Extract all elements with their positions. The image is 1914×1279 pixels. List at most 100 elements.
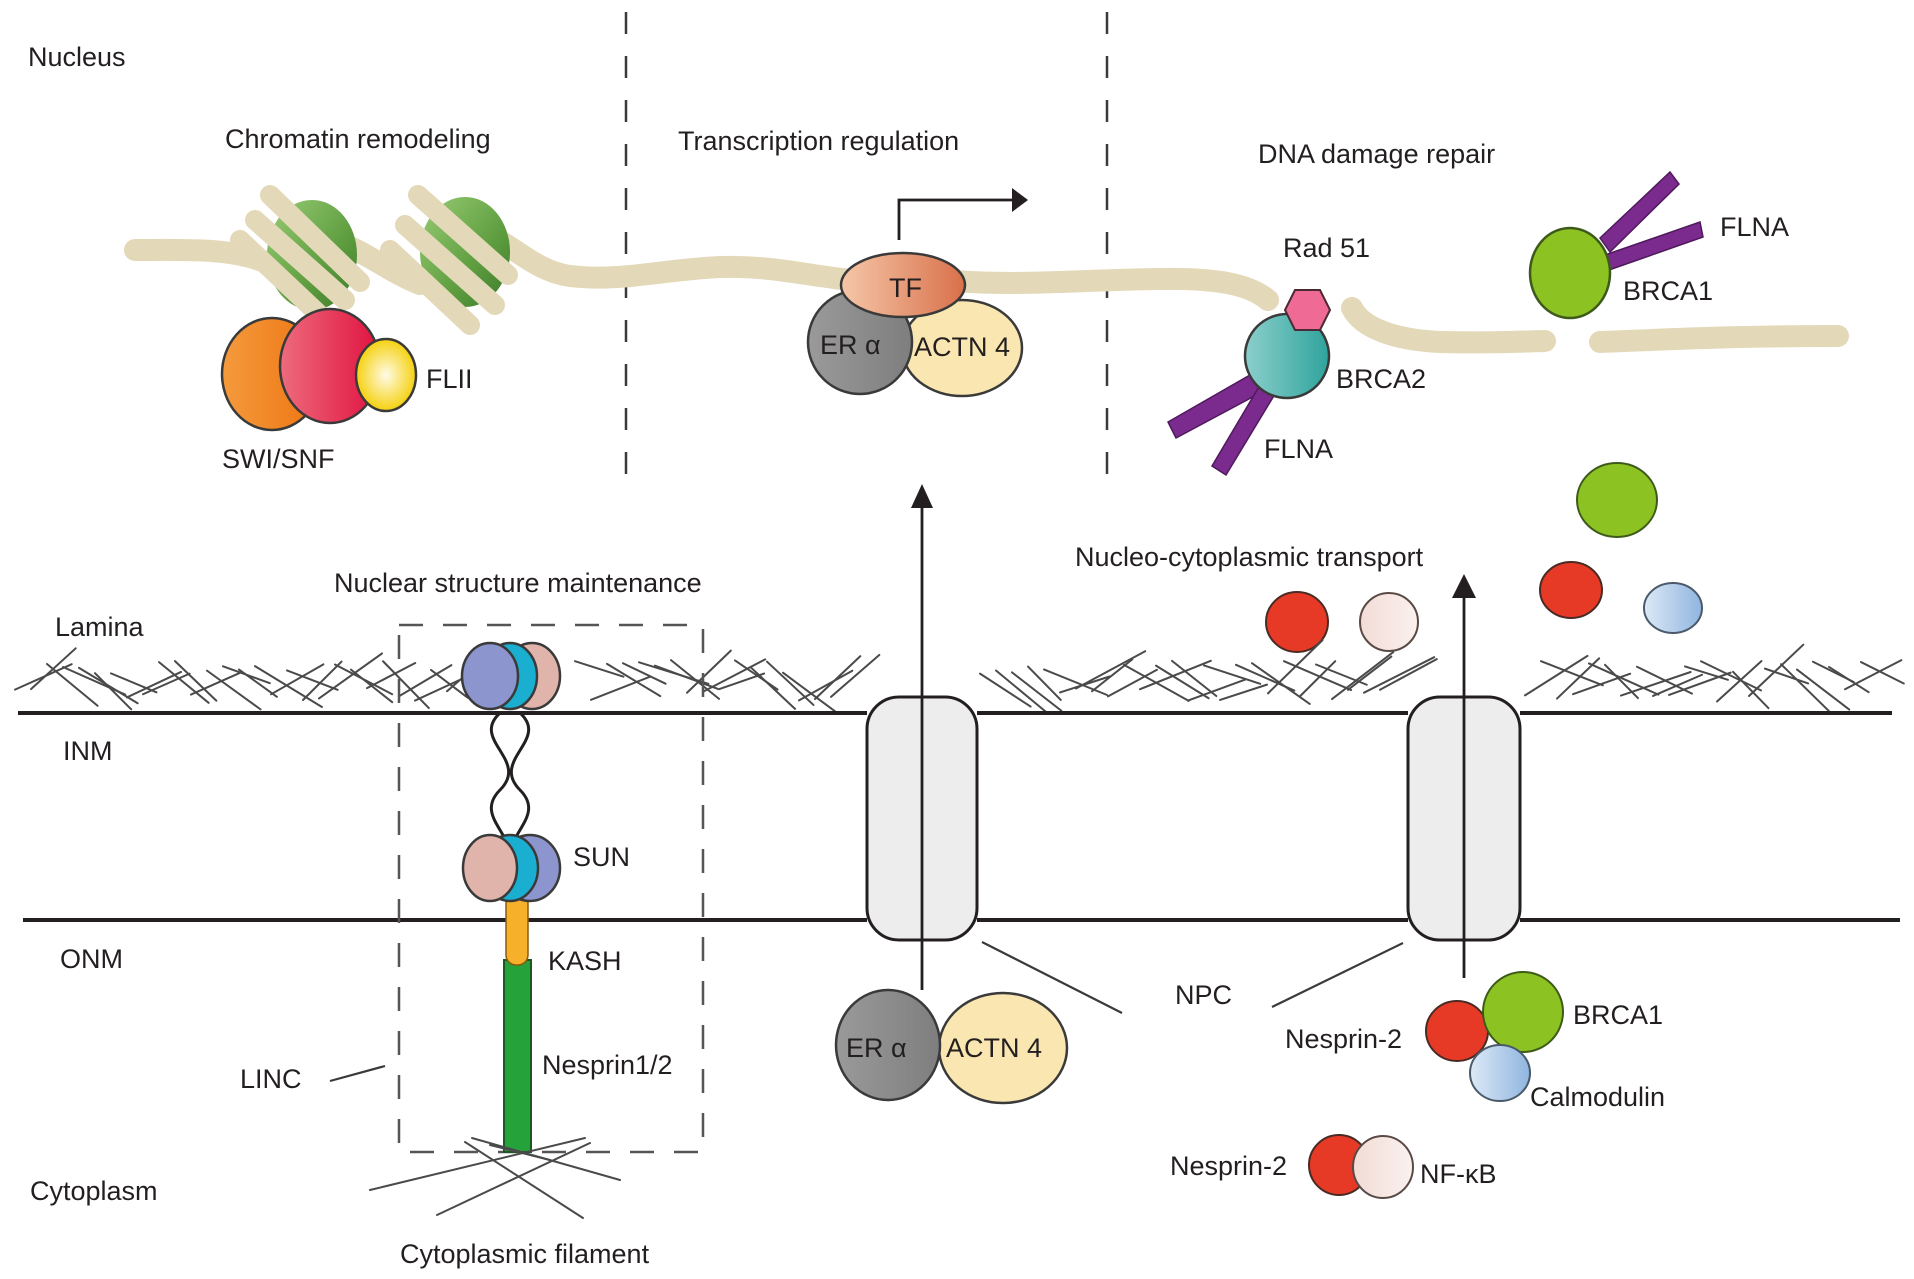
er-alpha-label: ER α <box>820 330 881 360</box>
calmodulin-label: Calmodulin <box>1530 1082 1665 1112</box>
flii-protein <box>354 337 418 413</box>
lamin-filament <box>1187 678 1247 702</box>
lamin-filament <box>190 671 241 696</box>
brca1-label: BRCA1 <box>1623 276 1713 306</box>
brca1-complex <box>1528 170 1704 320</box>
transcription-regulation-heading: Transcription regulation <box>678 126 959 156</box>
lamin-filament <box>302 660 343 702</box>
lamin-filament <box>382 660 430 710</box>
chromatin-remodeling-heading: Chromatin remodeling <box>225 124 491 154</box>
lamin-filament <box>1219 683 1269 701</box>
flii-label: FLII <box>426 364 473 394</box>
lamin-filament <box>366 662 417 690</box>
lamin-filament <box>1524 654 1589 697</box>
nfkb-label: NF-κB <box>1420 1159 1497 1189</box>
nesprin2-nfkb-complex <box>1308 1134 1414 1199</box>
lamin-filament <box>318 652 384 700</box>
cytoplasmic-filaments <box>369 1137 621 1219</box>
lamin-filament <box>238 668 278 698</box>
lamin-filament <box>830 653 881 698</box>
lamin-filament <box>654 664 719 690</box>
nuclear-structure-heading: Nuclear structure maintenance <box>334 568 702 598</box>
lamin-filament <box>1844 659 1903 691</box>
lamin-filament <box>1027 665 1062 701</box>
nucleosome-2 <box>380 185 518 335</box>
kash-label: KASH <box>548 946 622 976</box>
lamin-filament <box>1331 651 1395 701</box>
lamin-filament <box>1684 665 1729 681</box>
lamin-filament <box>1139 659 1212 691</box>
nesprin-label: Nesprin1/2 <box>542 1050 673 1080</box>
lamin-filament <box>254 665 323 708</box>
lamin-filament <box>995 669 1050 715</box>
lamin-filament <box>1075 650 1147 690</box>
lamin-filament <box>414 678 461 702</box>
lamin-filament <box>1155 664 1210 700</box>
nesprin2-label-a: Nesprin-2 <box>1285 1024 1402 1054</box>
lamina-filaments <box>14 639 1905 715</box>
tf-label: TF <box>889 273 922 303</box>
lamin-filament <box>1748 643 1805 697</box>
sun-protein <box>461 833 519 903</box>
lamin-filament <box>1588 662 1660 696</box>
lamin-filament <box>622 662 667 685</box>
lamin-filament <box>1347 655 1393 691</box>
lamin-filament <box>46 662 99 707</box>
swi-snf-label: SWI/SNF <box>222 444 335 474</box>
lamin-filament <box>606 662 662 698</box>
nesprin2-brca1-calmodulin-complex <box>1425 971 1564 1102</box>
cytoplasmic-filament-label: Cytoplasmic filament <box>400 1239 650 1269</box>
brca2-complex <box>1167 289 1332 477</box>
lamin-filament <box>1299 660 1337 698</box>
rad51-protein <box>1283 289 1332 331</box>
nesprin-rod <box>503 959 532 1153</box>
lamin-filament <box>1860 661 1905 685</box>
lamin-filament <box>1796 668 1851 711</box>
lamin-filament <box>1171 659 1218 698</box>
linc-pointer <box>329 1064 386 1083</box>
lamin-filament <box>766 660 815 706</box>
linc-complex <box>460 641 562 1153</box>
lamin-filament <box>1700 660 1762 692</box>
npc-pointer-right <box>1271 942 1404 1008</box>
lamin-filament <box>398 664 453 698</box>
lamin-filament <box>94 672 133 711</box>
lamin-filament <box>1780 663 1830 713</box>
linc-label: LINC <box>240 1064 302 1094</box>
lamin-filament <box>1363 656 1436 694</box>
lamin-filament <box>158 661 210 704</box>
cytoplasm-actn4-label: ACTN 4 <box>946 1033 1042 1063</box>
flna-bar <box>1599 170 1680 254</box>
lamin-filament <box>1828 665 1870 694</box>
lamin-filament <box>702 658 767 693</box>
lamin-filament <box>1620 671 1692 697</box>
npc-label: NPC <box>1175 980 1232 1010</box>
transcription-start-arrow <box>897 188 1028 240</box>
flna-upper-label: FLNA <box>1720 212 1789 242</box>
lamin-filament <box>798 669 854 702</box>
lamin-filament <box>1043 668 1109 696</box>
lamin-filament <box>670 659 721 700</box>
lamin-filament <box>1283 660 1353 692</box>
lamin-filament <box>1540 660 1604 687</box>
lamin-filament <box>110 672 158 694</box>
lamin-filament <box>1011 671 1063 712</box>
flna-lower-label: FLNA <box>1264 434 1333 464</box>
lamin-filament <box>686 649 732 694</box>
kash-domain <box>505 892 529 966</box>
sun-label: SUN <box>573 842 630 872</box>
lamin-filament <box>750 666 797 710</box>
lamin-filament <box>142 672 191 696</box>
cytoplasm-er-actn4-complex <box>834 988 1069 1105</box>
lamin-filament <box>1203 664 1262 685</box>
nucleosome-1 <box>230 185 370 330</box>
lamin-filament <box>206 669 262 711</box>
lamin-filament <box>1652 673 1704 697</box>
brca2-label: BRCA2 <box>1336 364 1426 394</box>
actn4-label: ACTN 4 <box>914 332 1010 362</box>
nesprin2-label-b: Nesprin-2 <box>1170 1151 1287 1181</box>
lamin-filament <box>814 655 862 701</box>
lamin-filament <box>590 675 652 701</box>
cytoplasm-er-alpha-label: ER α <box>846 1033 907 1063</box>
dna-damage-repair-heading: DNA damage repair <box>1258 139 1495 169</box>
